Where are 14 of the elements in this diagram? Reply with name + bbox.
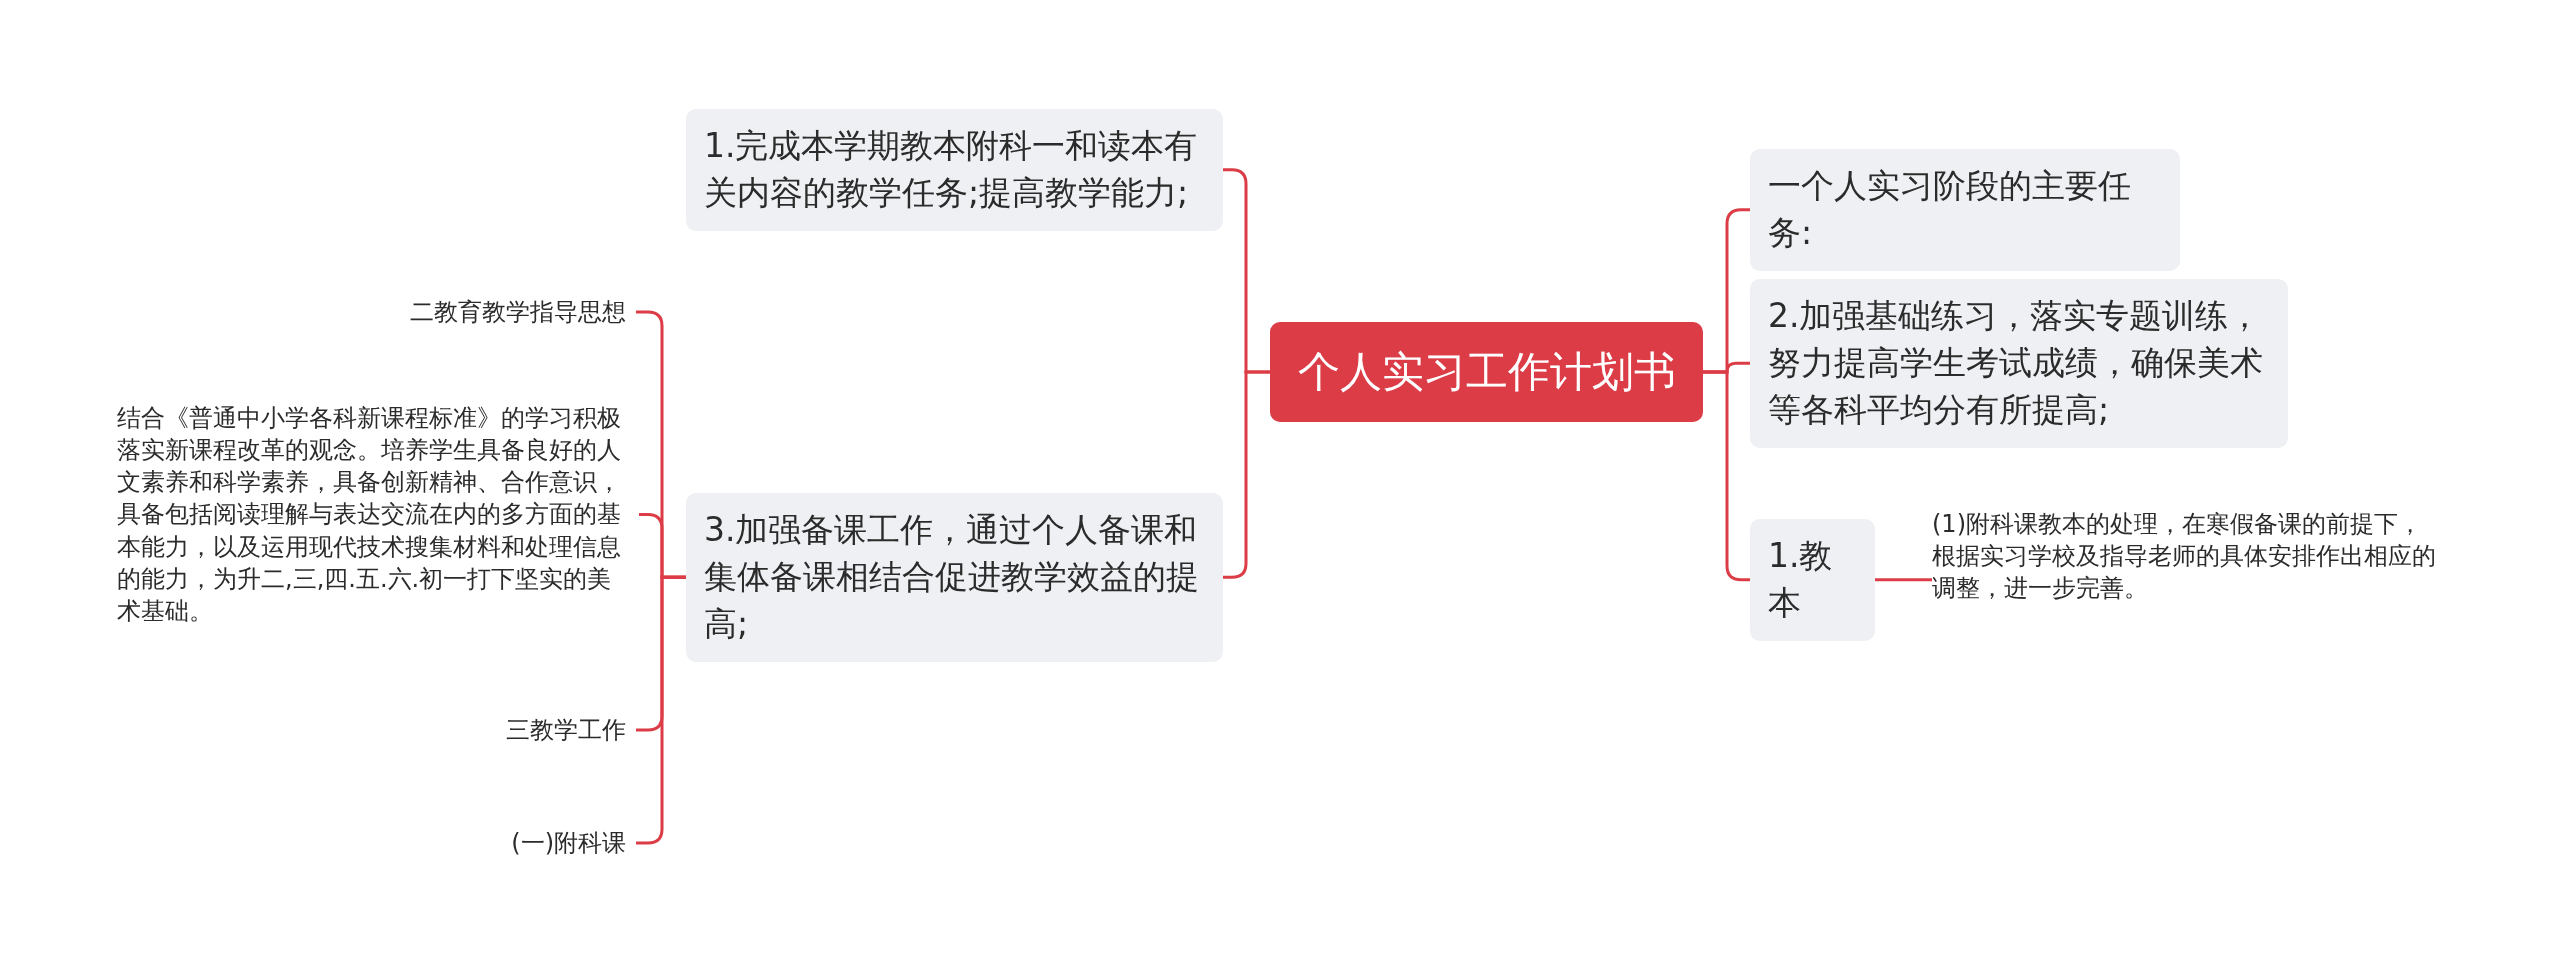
connector-line [1703,370,1750,582]
topic-text: (1)附科课教本的处理，在寒假备课的前提下，根据实习学校及指导老师的具体安排作出相应的调整，进一步完善。 [1932,508,2442,605]
topic-box: 一个人实习阶段的主要任务: [1750,149,2180,271]
topic-box: 1.完成本学期教本附科一和读本有关内容的教学任务;提高教学能力; [686,109,1223,231]
topic-box: 2.加强基础练习，落实专题训练，努力提高学生考试成绩，确保美术等各科平均分有所提高; [1750,279,2288,448]
connector-line [1875,578,1932,582]
connector-line [1223,370,1270,579]
topic-text: 三教学工作 [506,714,626,747]
topic-box: 3.加强备课工作，通过个人备课和集体备课相结合促进教学效益的提高; [686,493,1223,662]
topic-text: 结合《普通中小学各科新课程标准》的学习积极落实新课程改革的观念。培养学生具备良好的人文素养和科学素养，具备创新精神、合作意识，具备包括阅读理解与表达交流在内的多方面的基本能力，以及运用现代技术搜集材料和处理信息的能力，为升二,三,四.五.六.初一打下坚实的美术基础。 [117,402,629,628]
topic-box: 1.教本 [1750,519,1875,641]
topic-text: 二教育教学指导思想 [410,296,626,329]
central-topic-box: 个人实习工作计划书 [1270,322,1703,422]
topic-text: (一)附科课 [511,827,626,860]
